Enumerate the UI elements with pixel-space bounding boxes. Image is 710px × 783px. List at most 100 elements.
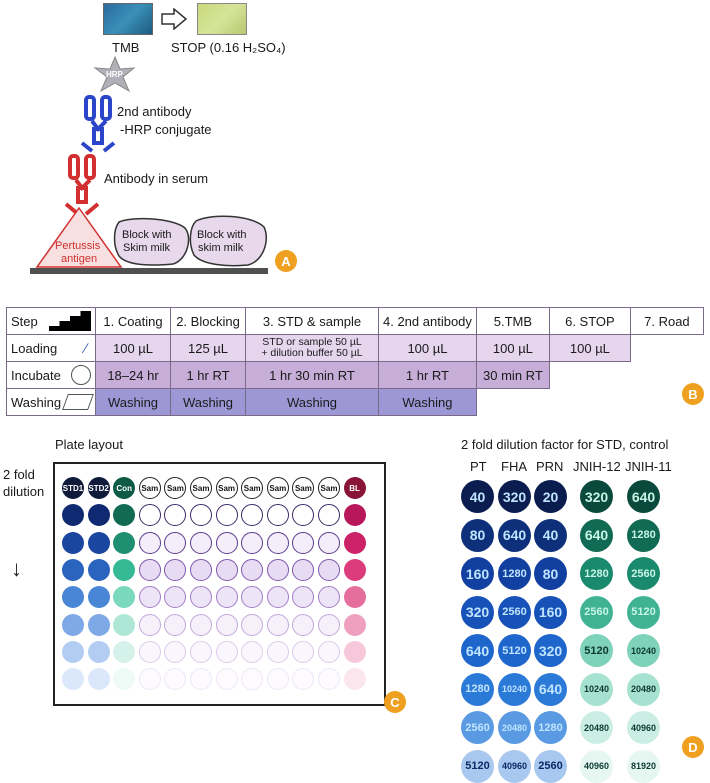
washing-blocking: Washing [170, 388, 246, 416]
plate-well: Sam [292, 477, 315, 499]
plate-well [266, 531, 289, 554]
plate-well [190, 640, 212, 663]
well-label: Sam [320, 483, 338, 493]
plate-well: STD2 [87, 477, 110, 499]
dilution-column-header: FHA [501, 459, 527, 474]
dilution-column-header: PRN [536, 459, 564, 474]
plate-well [292, 586, 315, 609]
header-coating: 1. Coating [95, 307, 171, 335]
plate-well [138, 558, 161, 581]
plate-well [343, 668, 366, 691]
plate-well [138, 531, 161, 554]
dilution-column-header: PT [470, 459, 487, 474]
plate-well [318, 586, 340, 609]
dilution-factor-title: 2 fold dilution factor for STD, control [461, 437, 669, 452]
plate-well [190, 613, 212, 636]
panel-d-badge: D [682, 736, 704, 758]
dilution-circle: 10240 [580, 672, 613, 706]
well-label: Con [116, 483, 132, 493]
plate-well [62, 531, 84, 554]
plate-well [241, 558, 264, 581]
dilution-label-1: 2 fold [3, 467, 35, 482]
empty-cell [630, 335, 703, 362]
loading-std-line2: + dilution buffer 50 µL [261, 347, 363, 359]
step-header-cell: Step [6, 307, 96, 335]
plate-well [87, 504, 110, 527]
plate-well: Sam [190, 477, 212, 499]
dilution-circle: 2560 [627, 557, 660, 590]
plate-well [62, 586, 84, 609]
plate-well [113, 558, 136, 581]
dilution-circle: 20480 [498, 711, 531, 744]
plate-well [266, 558, 289, 581]
plate-well: Sam [138, 477, 161, 499]
dilution-circle: 320 [534, 634, 567, 667]
header-stop: 6. STOP [548, 307, 631, 335]
incubate-second-antibody: 1 hr RT [378, 361, 477, 389]
well-label: Sam [192, 483, 210, 493]
well-label: Sam [166, 483, 184, 493]
plate-well [266, 504, 289, 527]
plate-well [343, 531, 366, 554]
plate-well [241, 613, 264, 636]
panel-a-badge: A [275, 250, 297, 272]
plate-well [241, 668, 264, 691]
plate-well: STD1 [62, 477, 84, 499]
plate-well: Sam [215, 477, 238, 499]
plate-well [343, 504, 366, 527]
dilution-circle: 20480 [627, 672, 660, 706]
plate-well [215, 504, 238, 527]
dilution-circle: 10240 [498, 672, 531, 706]
header-tmb: 5.TMB [475, 307, 550, 335]
plate-well [190, 586, 212, 609]
dilution-circle: 320 [498, 480, 531, 513]
loading-std-line1: STD or sample 50 µL [262, 336, 362, 348]
dilution-circle: 2560 [498, 595, 531, 629]
plate-well [113, 668, 136, 691]
plate-well [138, 640, 161, 663]
plate-well [87, 640, 110, 663]
well-label: Sam [218, 483, 236, 493]
plate-well [266, 640, 289, 663]
dilution-column-header: JNIH-12 [573, 459, 621, 474]
plate-well [215, 668, 238, 691]
dilution-circle: 81920 [627, 749, 660, 783]
header-second-antibody: 4. 2nd antibody [378, 307, 477, 335]
plate-well [190, 504, 212, 527]
plate-well [138, 586, 161, 609]
tmb-label: TMB [112, 40, 140, 55]
dilution-circle: 640 [580, 518, 613, 552]
plate-frame [53, 462, 386, 706]
dilution-column-header: JNIH-11 [625, 459, 672, 474]
plate-well [292, 531, 315, 554]
plate-well: Con [113, 477, 136, 499]
well-label: Sam [243, 483, 261, 493]
plate-well: Sam [318, 477, 340, 499]
incubate-label: Incubate [11, 367, 61, 383]
loading-std-sample: STD or sample 50 µL + dilution buffer 50… [245, 334, 379, 362]
dilution-circle: 5120 [627, 595, 660, 629]
plate-well [62, 640, 84, 663]
plate-well [62, 668, 84, 691]
dilution-circle: 80 [461, 518, 494, 552]
dilution-circle: 5120 [461, 749, 494, 783]
dilution-circle: 10240 [627, 634, 660, 667]
incubate-blocking: 1 hr RT [170, 361, 246, 389]
plate-well [343, 586, 366, 609]
dilution-circle: 640 [627, 480, 660, 513]
plate-well [215, 558, 238, 581]
loading-stop: 100 µL [548, 334, 631, 362]
arrow-right-icon [161, 8, 188, 30]
plate-well [164, 531, 187, 554]
plate-well [292, 640, 315, 663]
down-arrow-icon: ↓ [11, 556, 22, 581]
dilution-circle: 40960 [627, 711, 660, 744]
plate-well: BL [343, 477, 366, 499]
table-row-loading: Loading ∕ 100 µL 125 µL STD or sample 50… [6, 334, 704, 362]
incubate-coating: 18–24 hr [95, 361, 171, 389]
plate-well [292, 558, 315, 581]
dilution-circle: 1280 [627, 518, 660, 552]
hrp-star-icon [93, 55, 136, 93]
incubate-tmb: 30 min RT [475, 361, 550, 389]
plate-well [318, 668, 340, 691]
